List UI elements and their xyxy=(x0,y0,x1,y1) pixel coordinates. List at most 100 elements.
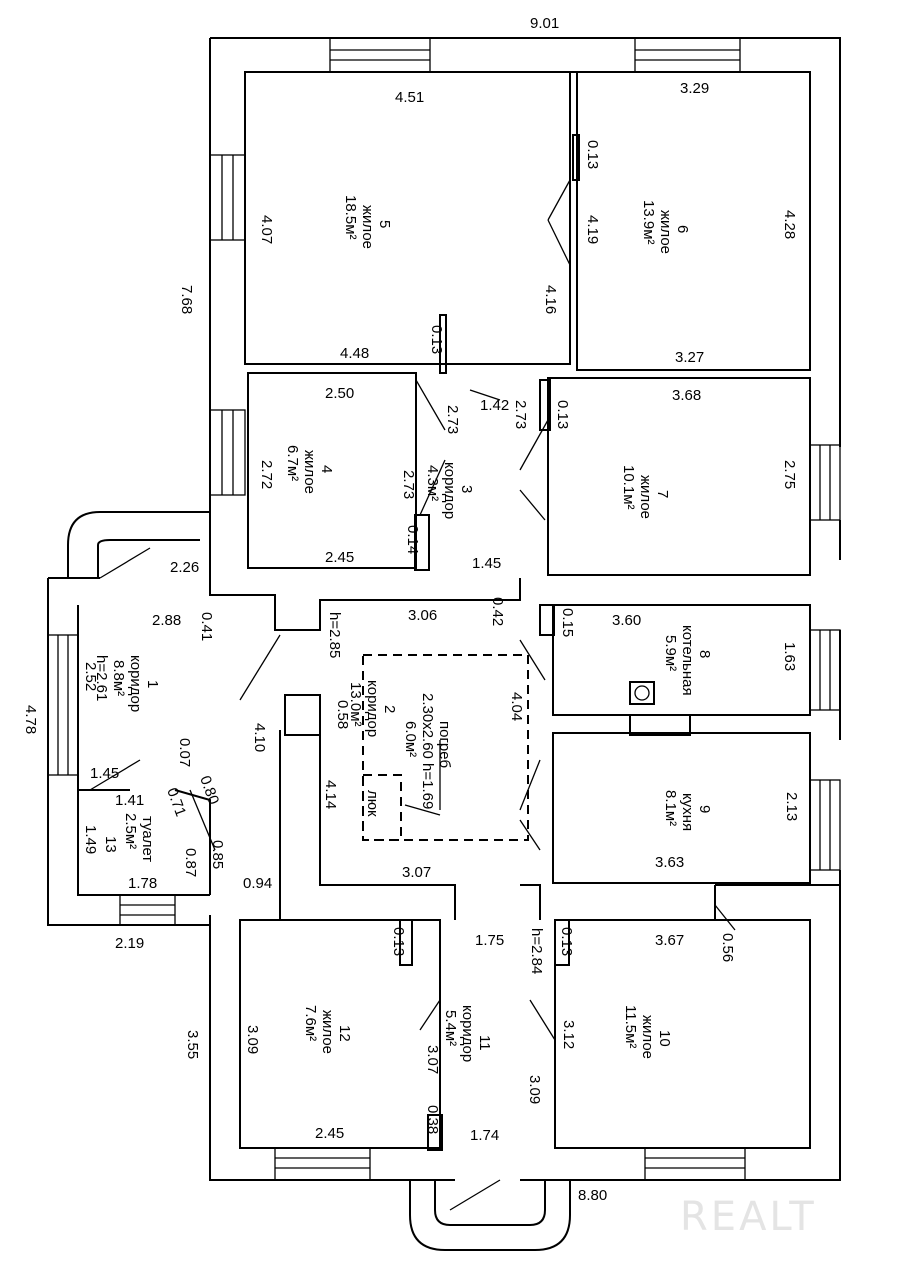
dim-r4-right: 2.73 xyxy=(400,470,417,499)
dim-r8-top: 3.60 xyxy=(612,612,641,629)
dim-r3-left: 2.73 xyxy=(444,405,461,434)
dim-r2-bottom: 3.07 xyxy=(402,864,431,881)
dim-r1-width: 2.88 xyxy=(152,612,181,629)
dim-r13-d2: 0.71 xyxy=(163,786,189,819)
dim-r12-right: 3.07 xyxy=(424,1045,441,1074)
room-area: 13.0м² xyxy=(347,682,364,727)
dim-r11-height: h=2.84 xyxy=(528,928,545,974)
room-13-label: 13 туалет 2.5м² xyxy=(102,813,156,862)
dim-r2-pier: 0.58 xyxy=(334,700,351,729)
dim-r8-right: 1.63 xyxy=(781,642,798,671)
room-number: 6 xyxy=(674,225,691,233)
dim-r9-right: 2.13 xyxy=(783,792,800,821)
dim-cellar: 4.04 xyxy=(508,692,525,721)
dim-r2-top: 3.06 xyxy=(408,607,437,624)
room-6-label: 6 жилое 13.9м² xyxy=(640,200,691,254)
dim-r1-door: 0.41 xyxy=(198,612,215,641)
dim-r6-left: 4.19 xyxy=(584,215,601,244)
room-area: 5.4м² xyxy=(442,1010,459,1046)
room-name: кухня xyxy=(679,793,696,831)
room-number: 9 xyxy=(696,805,713,813)
dim-r4-left: 2.72 xyxy=(258,460,275,489)
room-number: 8 xyxy=(696,650,713,658)
outer-walls xyxy=(47,37,841,1251)
dim-r10-top: 3.67 xyxy=(655,932,684,949)
room-name: жилое xyxy=(301,450,318,494)
room-number: 1 xyxy=(144,680,161,688)
room-9-label: 9 кухня 8.1м² xyxy=(662,790,713,831)
room-area: 8.8м² xyxy=(110,660,127,696)
dim-r1-left: 2.52 xyxy=(82,662,99,691)
dim-r2-left: 4.14 xyxy=(322,780,339,809)
room-12-label: 12 жилое 7.6м² xyxy=(302,1005,353,1054)
dim-r13-left: 1.49 xyxy=(82,825,99,854)
dim-r2-height: h=2.85 xyxy=(326,612,343,658)
watermark: REALT xyxy=(680,1194,817,1240)
windows xyxy=(47,37,841,1181)
room-7-label: 7 жилое 10.1м² xyxy=(620,465,671,519)
room-height: h=2.61 xyxy=(93,655,110,701)
dim-r1-right: 4.10 xyxy=(251,723,268,752)
dim-r3-top: 1.42 xyxy=(480,397,509,414)
room-number: 7 xyxy=(654,490,671,498)
room-number: 2 xyxy=(381,705,398,713)
dim-r13-d1: 0.07 xyxy=(176,738,193,767)
room-area: 7.6м² xyxy=(302,1005,319,1041)
cellar xyxy=(362,654,655,841)
room-area: 5.9м² xyxy=(662,635,679,671)
room-3-label: 3 коридор 4.3м² xyxy=(424,462,475,519)
room-name: жилое xyxy=(359,205,376,249)
cellar-size: 2.30х2.60 h=1.69 xyxy=(419,693,436,809)
room-8-label: 8 котельная 5.9м² xyxy=(662,625,713,696)
dim-r10-door2: 0.56 xyxy=(719,933,736,962)
dim-r9-bottom: 3.63 xyxy=(655,854,684,871)
dim-r12-pier: 0.38 xyxy=(424,1105,441,1134)
room-name: жилое xyxy=(637,475,654,519)
dim-overall-width: 9.01 xyxy=(530,15,559,32)
room-1-label: 1 коридор 8.8м² h=2.61 xyxy=(93,655,161,712)
dim-r11-top: 1.75 xyxy=(475,932,504,949)
dim-r12-bottom: 2.45 xyxy=(315,1125,344,1142)
dim-r11-bottom: 1.74 xyxy=(470,1127,499,1144)
dim-r13-right: 0.87 xyxy=(182,848,199,877)
hatch-label: люк xyxy=(364,790,381,817)
room-name: жилое xyxy=(639,1015,656,1059)
dim-r13-d3: 0.80 xyxy=(196,774,222,807)
vertical-dimensions: 4.07 4.16 0.13 4.19 4.28 0.13 7.68 2.72 … xyxy=(22,140,800,1134)
room-name: коридор xyxy=(127,655,144,712)
room-name: коридор xyxy=(364,680,381,737)
dim-r13-pier: 0.94 xyxy=(243,875,272,892)
room-area: 2.5м² xyxy=(122,813,139,849)
dim-r6-top: 3.29 xyxy=(680,80,709,97)
dim-r5-bottom: 4.48 xyxy=(340,345,369,362)
dim-r4-bottom: 2.45 xyxy=(325,549,354,566)
dim-r12-door: 0.13 xyxy=(390,927,407,956)
room-area: 11.5м² xyxy=(622,1005,639,1048)
room-area: 18.5м² xyxy=(342,195,359,240)
room-10-label: 10 жилое 11.5м² xyxy=(622,1005,673,1059)
dim-r5-door: 0.13 xyxy=(428,325,445,354)
room-name: котельная xyxy=(679,625,696,696)
dim-left-height: 7.68 xyxy=(178,285,195,314)
dim-r1-bottom: 1.45 xyxy=(90,765,119,782)
dim-r7-top: 3.68 xyxy=(672,387,701,404)
dim-r10-left: 3.12 xyxy=(560,1020,577,1049)
dim-r5-right: 4.16 xyxy=(542,285,559,314)
room-5-label: 5 жилое 18.5м² xyxy=(342,195,393,249)
room-number: 3 xyxy=(458,485,475,493)
horizontal-dimensions: 9.01 4.51 3.29 4.48 3.27 2.50 1.42 3.68 … xyxy=(90,15,709,1204)
dim-r6-door: 0.13 xyxy=(584,140,601,169)
dim-r5-left: 4.07 xyxy=(258,215,275,244)
dim-r3-bottom: 1.45 xyxy=(472,555,501,572)
dim-r3-right: 2.73 xyxy=(512,400,529,429)
room-4-label: 4 жилое 6.7м² xyxy=(284,445,335,494)
dim-r7-right: 2.75 xyxy=(781,460,798,489)
room-11-label: 11 коридор 5.4м² xyxy=(442,1005,493,1062)
dim-wing-bottom: 2.19 xyxy=(115,935,144,952)
dim-r6-right: 4.28 xyxy=(781,210,798,239)
dim-r4-door: 0.14 xyxy=(404,525,421,554)
room-area: 10.1м² xyxy=(620,465,637,510)
dim-r4-top: 2.50 xyxy=(325,385,354,402)
room-number: 10 xyxy=(656,1030,673,1047)
